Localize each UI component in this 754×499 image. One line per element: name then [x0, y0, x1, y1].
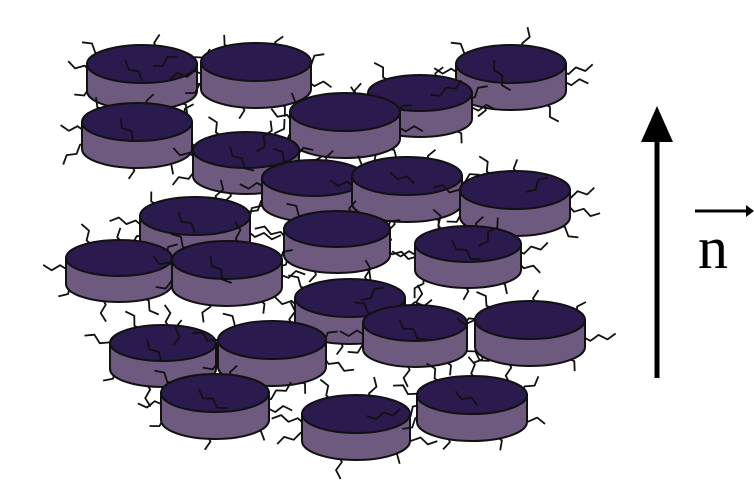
disc-top [218, 321, 326, 359]
alkyl-chain [43, 265, 68, 271]
disc-top [262, 160, 366, 196]
disc-top [87, 45, 197, 83]
alkyl-chain [582, 334, 616, 341]
director-vector-label: n [695, 205, 754, 281]
discs-layer [43, 27, 615, 479]
disc-top [460, 171, 570, 209]
disc-top [110, 325, 216, 361]
director-arrow [641, 106, 673, 378]
disc-top [290, 93, 400, 131]
alkyl-chain [567, 204, 600, 216]
alkyl-chain [266, 406, 292, 412]
disc-top [172, 241, 282, 279]
disc-top [456, 45, 566, 83]
disc-top [140, 197, 250, 235]
disc-top [415, 226, 521, 262]
alkyl-chain [110, 218, 144, 228]
disc-top [82, 103, 192, 141]
disc-top [417, 376, 527, 414]
discotic-molecule [393, 357, 545, 451]
alkyl-chain [323, 356, 354, 371]
discotic-molecule [457, 290, 616, 384]
disc-top [66, 240, 172, 276]
alkyl-chain [138, 401, 164, 407]
disc-top [284, 211, 390, 247]
alkyl-chain [247, 231, 281, 240]
alkyl-chain [272, 415, 306, 425]
director-letter: n [698, 215, 728, 281]
disc-top [475, 301, 585, 339]
disc-top [201, 43, 311, 81]
disc-top [161, 374, 269, 412]
